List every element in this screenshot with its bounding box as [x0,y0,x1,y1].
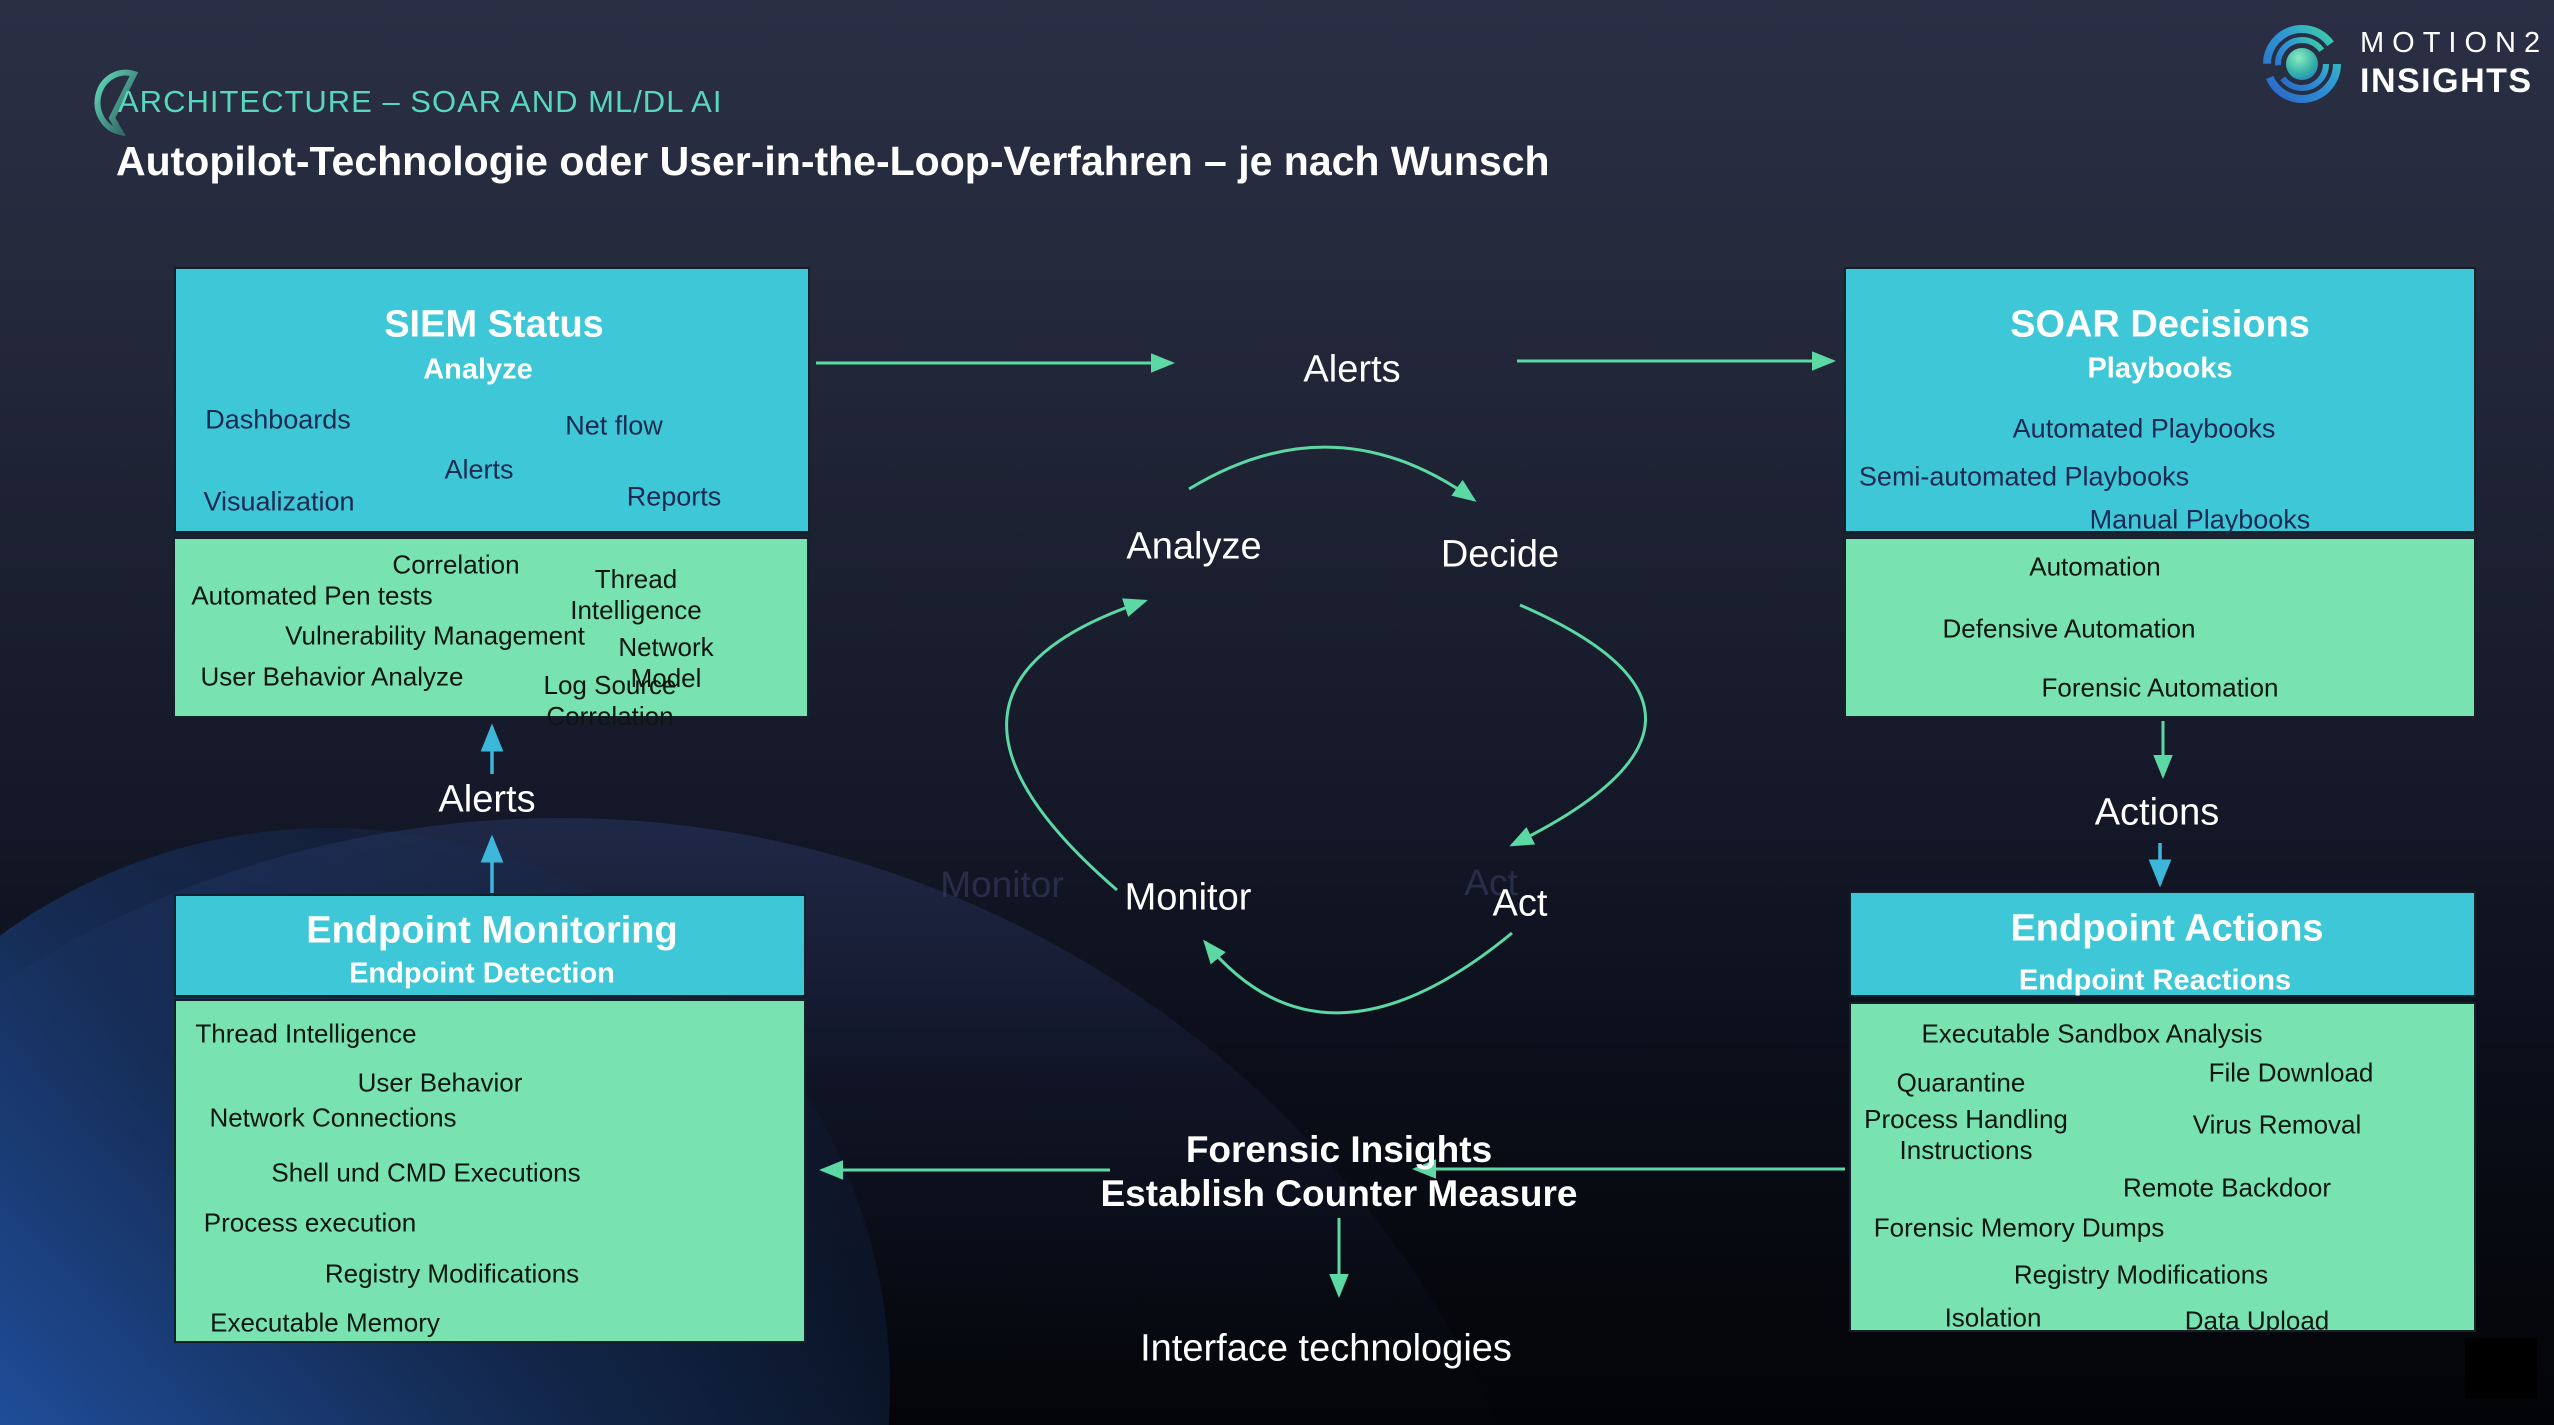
siem-capabilities-box: Correlation Automated Pen tests Thread I… [173,537,809,731]
endpoint-actions-subtitle: Endpoint Reactions [2018,964,2292,997]
swoosh-arc-icon [94,69,139,137]
siem-cap-vuln-mgmt: Vulnerability Management [285,620,585,651]
flow-label-alerts-top: Alerts [1303,348,1401,391]
siem-item-visualization: Visualization [203,486,355,517]
soar-cap-automation: Automation [2029,551,2161,582]
em-cap-registry-mods: Registry Modifications [324,1258,580,1289]
cycle-arc-analyze-to-decide [1188,445,1477,502]
soar-capabilities-box: Automation Defensive Automation Forensic… [1844,537,2476,718]
siem-cap-log-source: Log Source Correlation [543,670,677,731]
cycle-arc-monitor-to-analyze [1005,598,1148,892]
soar-item-semi-automated: Semi-automated Playbooks [1858,461,2190,492]
endpoint-monitoring-capabilities-box: Thread Intelligence User Behavior Networ… [174,999,806,1343]
cycle-ghost-monitor: Monitor [940,864,1064,905]
em-cap-executable-memory: Executable Memory [210,1307,440,1338]
endpoint-monitoring-box: Endpoint Monitoring Endpoint Detection [174,894,806,997]
siem-item-dashboards: Dashboards [205,404,351,435]
cycle-step-decide: Decide [1440,533,1560,576]
em-cap-network-connections: Network Connections [209,1102,457,1133]
siem-cap-network-model: Network Model [618,632,714,693]
soar-item-automated: Automated Playbooks [2012,413,2276,444]
ea-cap-quarantine: Quarantine [1896,1067,2026,1098]
logo-brand-bottom: INSIGHTS [2360,62,2533,100]
endpoint-actions-box: Endpoint Actions Endpoint Reactions [1849,891,2476,997]
endpoint-actions-title: Endpoint Actions [2010,907,2324,950]
ea-cap-file-download: File Download [2208,1057,2374,1088]
flow-label-forensic-insights: Forensic Insights [1185,1129,1493,1170]
ea-cap-sandbox-analysis: Executable Sandbox Analysis [1921,1018,2263,1049]
soar-title: SOAR Decisions [2010,303,2310,346]
flow-label-counter-measure: Establish Counter Measure [1100,1173,1578,1214]
logo-ring-icon [2263,25,2341,103]
siem-status-box: SIEM Status Analyze Dashboards Net flow … [174,267,810,533]
ea-cap-virus-removal: Virus Removal [2192,1109,2362,1140]
endpoint-monitoring-subtitle: Endpoint Detection [349,957,615,990]
soar-item-manual: Manual Playbooks [2089,504,2311,535]
siem-cap-pen-tests: Automated Pen tests [191,580,433,611]
ea-cap-data-upload: Data Upload [2184,1305,2330,1336]
ea-cap-forensic-dumps: Forensic Memory Dumps [1873,1212,2165,1243]
cycle-step-act: Act [1492,882,1548,925]
flow-label-alerts-left: Alerts [438,778,536,821]
soar-subtitle: Playbooks [2087,352,2233,385]
cycle-arc-act-to-monitor [1203,931,1513,1015]
siem-cap-correlation: Correlation [392,549,520,580]
siem-subtitle: Analyze [423,353,533,386]
siem-title: SIEM Status [384,303,604,346]
slide-title: Autopilot-Technologie oder User-in-the-L… [116,138,1550,184]
siem-item-reports: Reports [626,481,722,512]
slide-eyebrow: ARCHITECTURE – SOAR AND ML/DL AI [118,84,723,119]
cycle-arc-decide-to-act [1509,603,1647,847]
em-cap-shell-cmd: Shell und CMD Executions [271,1157,581,1188]
logo-brand-top: MOTION2 [2360,27,2549,59]
ea-cap-registry-mods: Registry Modifications [2013,1259,2269,1290]
soar-cap-forensic: Forensic Automation [2041,672,2279,703]
bottom-right-black-box [2465,1338,2537,1398]
flow-label-interface-technologies: Interface technologies [1140,1327,1512,1370]
siem-cap-thread-intel: Thread Intelligence [570,564,702,625]
soar-decisions-box: SOAR Decisions Playbooks Automated Playb… [1844,267,2476,535]
em-cap-process-execution: Process execution [203,1207,417,1238]
cycle-step-monitor: Monitor [1124,876,1252,919]
soar-cap-defensive: Defensive Automation [1942,613,2196,644]
cycle-ghost-act: Act [1464,862,1518,903]
em-cap-user-behavior: User Behavior [357,1067,523,1098]
ea-cap-remote-backdoor: Remote Backdoor [2122,1172,2332,1203]
endpoint-monitoring-title: Endpoint Monitoring [306,909,678,952]
siem-item-net-flow: Net flow [565,410,663,441]
endpoint-actions-capabilities-box: Executable Sandbox Analysis Quarantine F… [1849,1002,2476,1336]
ea-cap-process-handling: Process Handling Instructions [1864,1104,2068,1165]
siem-cap-user-behavior: User Behavior Analyze [200,661,464,692]
ea-cap-isolation: Isolation [1944,1302,2042,1333]
siem-item-alerts: Alerts [444,454,514,485]
flow-label-actions-right: Actions [2094,791,2220,834]
cycle-step-analyze: Analyze [1126,525,1262,568]
motion2-insights-logo: MOTION2 INSIGHTS [2262,24,2548,104]
em-cap-thread-intel: Thread Intelligence [195,1018,417,1049]
